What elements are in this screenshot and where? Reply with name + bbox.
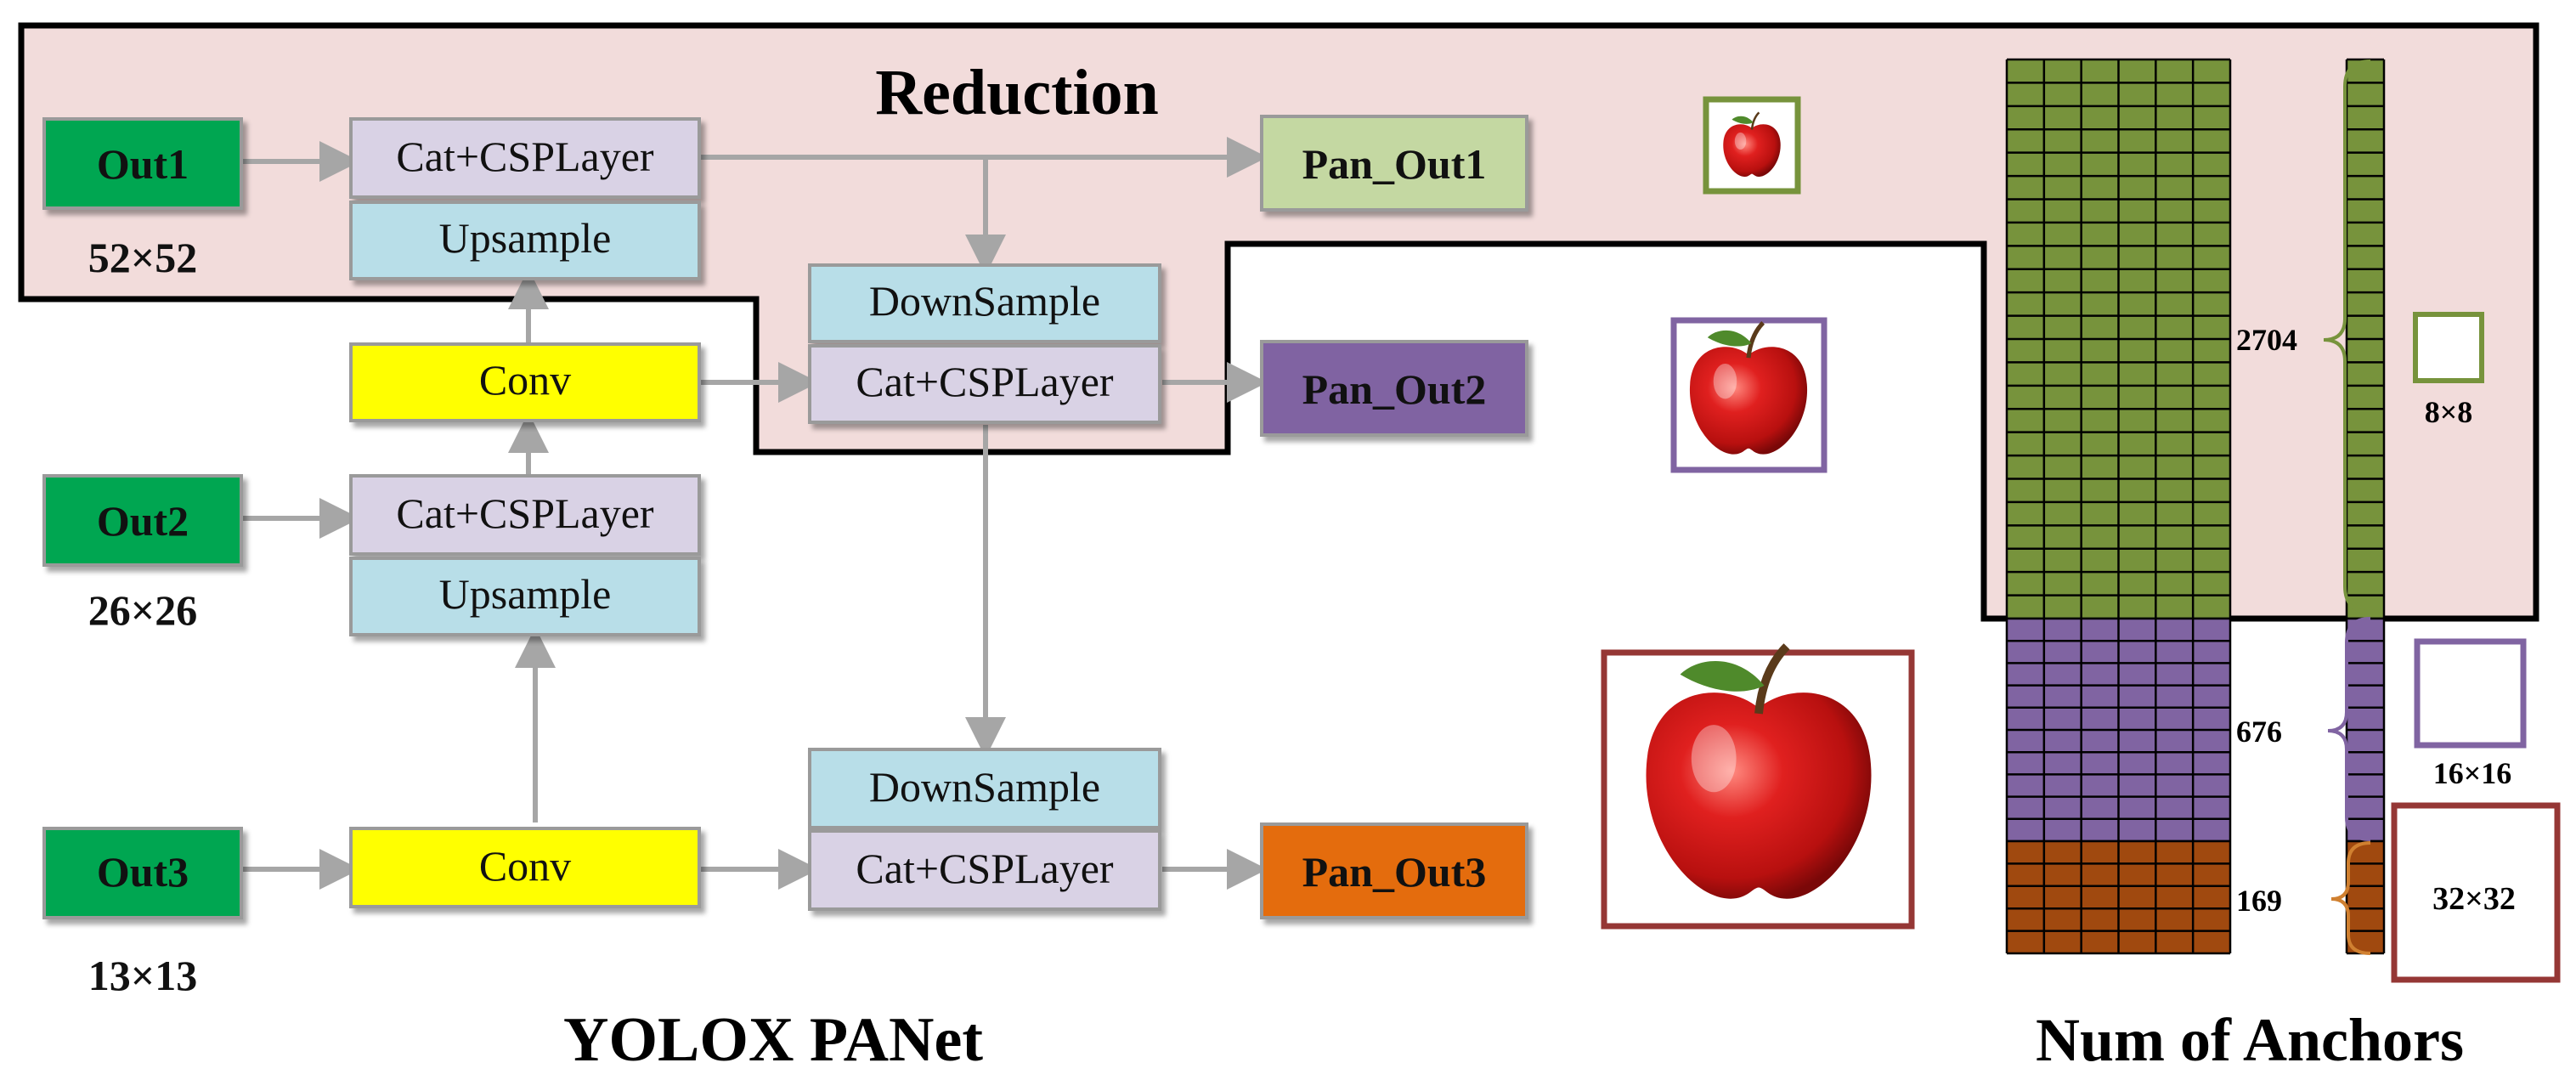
svg-text:Conv: Conv	[479, 842, 571, 890]
svg-text:Pan_Out3: Pan_Out3	[1302, 848, 1487, 896]
block-conv-1: Conv	[349, 342, 701, 422]
brace-169	[2330, 841, 2371, 955]
output-pan-out3: Pan_Out3	[1260, 822, 1528, 919]
block-cat-csp-4: Cat+CSPLayer	[808, 829, 1161, 911]
output-pan-out1: Pan_Out1	[1260, 115, 1528, 212]
svg-text:Conv: Conv	[479, 356, 571, 404]
brace-676	[2327, 617, 2371, 841]
svg-text:Pan_Out1: Pan_Out1	[1302, 140, 1487, 188]
apple-medium-image	[1670, 317, 1827, 473]
anchor-grids	[2005, 58, 2386, 955]
input-size-52: 52×52	[88, 234, 198, 281]
block-upsample-1: Upsample	[349, 201, 701, 280]
block-cat-csp-2: Cat+CSPLayer	[349, 474, 701, 556]
stride-box-32: 32×32	[2391, 802, 2561, 983]
anchor-count-169: 169	[2236, 884, 2282, 918]
stride-box-8: 8×8	[2413, 312, 2484, 429]
svg-text:Out2: Out2	[97, 497, 189, 545]
brace-2704	[2323, 59, 2371, 613]
svg-text:Upsample: Upsample	[439, 570, 612, 618]
svg-text:Cat+CSPLayer: Cat+CSPLayer	[396, 133, 654, 180]
block-cat-csp-3: Cat+CSPLayer	[808, 344, 1161, 424]
output-pan-out2: Pan_Out2	[1260, 340, 1528, 437]
svg-text:Cat+CSPLayer: Cat+CSPLayer	[856, 845, 1114, 892]
anchor-count-676: 676	[2236, 715, 2282, 749]
svg-text:8×8: 8×8	[2425, 395, 2473, 429]
svg-text:DownSample: DownSample	[869, 277, 1100, 325]
svg-text:Out1: Out1	[97, 140, 189, 188]
input-out1: Out1	[42, 117, 243, 210]
input-size-26: 26×26	[88, 586, 198, 634]
svg-text:Upsample: Upsample	[439, 214, 612, 262]
block-conv-2: Conv	[349, 827, 701, 908]
block-upsample-2: Upsample	[349, 557, 701, 636]
anchor-count-2704: 2704	[2236, 323, 2297, 357]
svg-text:16×16: 16×16	[2433, 756, 2512, 790]
stride-box-16: 16×16	[2414, 638, 2527, 790]
anchor-grid-narrow-brown-block	[2347, 841, 2384, 953]
svg-text:Cat+CSPLayer: Cat+CSPLayer	[396, 489, 654, 537]
anchor-braces	[2323, 59, 2371, 955]
input-out2: Out2	[42, 474, 243, 567]
caption-anchors: Num of Anchors	[2036, 1006, 2464, 1074]
caption-panet: YOLOX PANet	[563, 1005, 983, 1075]
apple-small-image	[1703, 96, 1801, 195]
svg-text:Pan_Out2: Pan_Out2	[1302, 365, 1487, 413]
svg-text:DownSample: DownSample	[869, 763, 1100, 811]
svg-text:32×32: 32×32	[2432, 881, 2516, 917]
connections	[243, 137, 1268, 890]
apple-large-image	[1601, 647, 1915, 930]
block-downsample-1: DownSample	[808, 263, 1161, 343]
block-downsample-2: DownSample	[808, 748, 1161, 829]
svg-text:Out3: Out3	[97, 848, 189, 896]
svg-text:Cat+CSPLayer: Cat+CSPLayer	[856, 358, 1114, 405]
input-size-13: 13×13	[88, 952, 198, 999]
input-out3: Out3	[42, 827, 243, 919]
block-cat-csp-1: Cat+CSPLayer	[349, 117, 701, 199]
reduction-title: Reduction	[875, 57, 1159, 128]
